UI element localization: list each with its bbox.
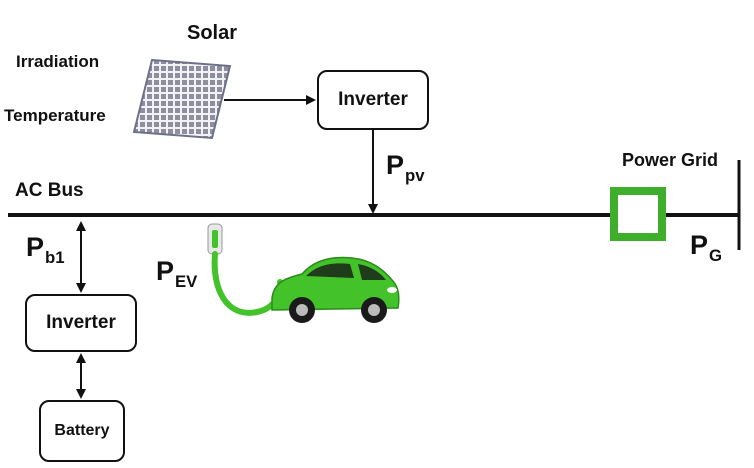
p-ev-main: P	[156, 256, 175, 286]
temperature-label: Temperature	[4, 106, 106, 125]
inverter-pv-box: Inverter	[317, 70, 429, 130]
p-pv-main: P	[386, 150, 405, 180]
p-g-sub: G	[709, 246, 723, 266]
p-pv-label: Ppv	[386, 150, 425, 185]
p-pv-sub: pv	[405, 166, 425, 186]
p-b1-label: Pb1	[26, 232, 65, 267]
p-b1-main: P	[26, 232, 45, 262]
power-grid-symbol	[610, 187, 666, 241]
solar-title: Solar	[187, 22, 238, 44]
inverter-battery-box: Inverter	[25, 294, 137, 352]
electric-car-icon	[207, 223, 400, 323]
p-g-label: PG	[690, 230, 722, 265]
solar-panel-icon	[132, 58, 232, 140]
ac-bus-label: AC Bus	[15, 180, 84, 201]
irradiation-label: Irradiation	[16, 52, 100, 71]
p-g-main: P	[690, 230, 709, 260]
battery-box: Battery	[39, 400, 125, 462]
p-b1-sub: b1	[45, 248, 65, 268]
p-ev-label: PEV	[156, 256, 197, 291]
power-grid-label: Power Grid	[622, 150, 719, 170]
p-ev-sub: EV	[175, 272, 198, 292]
